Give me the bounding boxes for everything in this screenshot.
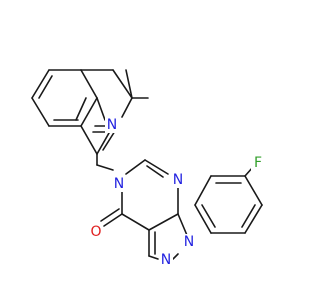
bond — [80, 69, 98, 99]
bond — [144, 159, 169, 175]
bond — [148, 213, 179, 231]
bond — [172, 253, 179, 260]
molecule-canvas: N N N N N O F — [31, 69, 265, 268]
bond — [112, 69, 133, 99]
atom-f-fluoro: F — [254, 155, 262, 171]
label-background — [112, 176, 126, 192]
bond-methyl — [125, 69, 133, 99]
bond — [96, 164, 114, 171]
atom-o-carbonyl: O — [90, 224, 101, 240]
bond — [80, 125, 98, 155]
bond — [244, 204, 263, 234]
bond — [121, 97, 133, 118]
bond — [31, 69, 50, 99]
atom-n-pyrazole-1: N — [184, 234, 194, 250]
label-background — [89, 224, 103, 240]
atom-n-pyrimidine: N — [173, 172, 183, 188]
label-background — [105, 117, 119, 133]
label-background — [251, 155, 265, 171]
bond-double-inner — [38, 75, 53, 99]
bond — [31, 97, 50, 127]
benzene-ring-isoquinoline — [31, 69, 98, 127]
bond — [121, 213, 150, 231]
atom-n-imine: N — [107, 117, 117, 133]
bond — [244, 175, 263, 206]
bond-carbonyl — [100, 208, 120, 222]
bond — [96, 97, 106, 121]
label-background — [182, 234, 196, 250]
atom-labels: N N N N N O F — [89, 117, 265, 268]
bond — [80, 97, 98, 127]
fluorophenyl-ring — [194, 166, 263, 234]
bond-double-inner — [75, 97, 87, 121]
bond — [194, 175, 212, 206]
bond-double-inner — [241, 204, 256, 228]
bond — [148, 255, 159, 260]
bond-double-inner — [201, 204, 216, 228]
molecule-structure: N N N N N O F — [31, 69, 265, 268]
methylene-linker — [96, 153, 114, 171]
atom-n-pyrazole-2: N — [161, 252, 171, 268]
label-background — [171, 172, 185, 188]
pyrimidinone-ring — [100, 159, 179, 231]
bond — [194, 204, 212, 234]
bond-double-inner — [146, 165, 164, 178]
label-background — [159, 252, 173, 268]
atom-n-pyrimidinone: N — [114, 176, 124, 192]
dihydro-ring — [80, 69, 149, 155]
bond-double-cn — [102, 130, 116, 151]
bond — [125, 159, 146, 175]
bond-carbonyl — [103, 213, 123, 227]
